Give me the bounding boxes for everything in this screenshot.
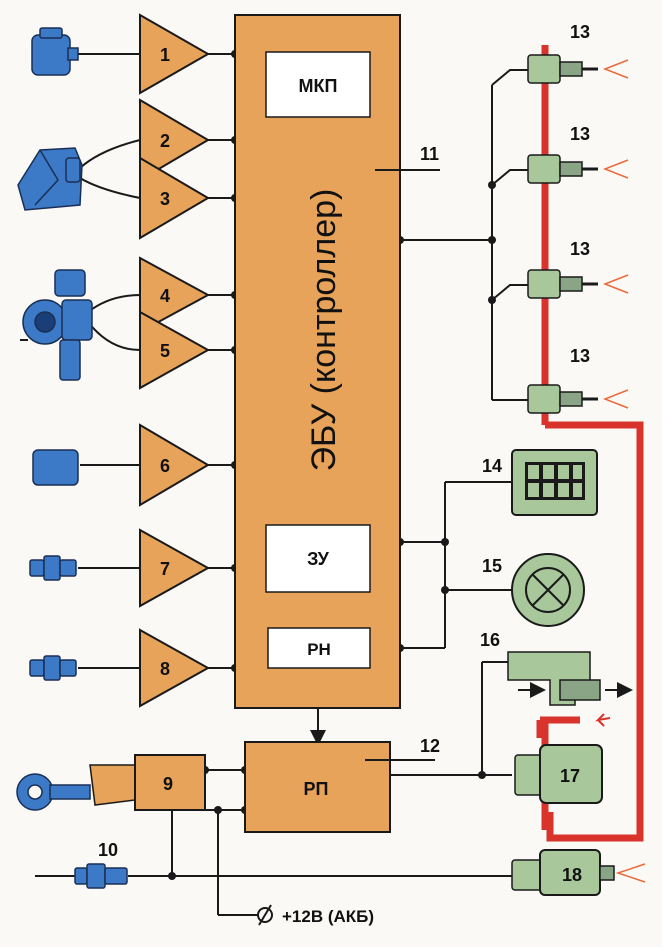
injector-4-label: 13 [570, 346, 590, 366]
idle-valve-label: 16 [480, 630, 500, 650]
sensor-7-icon [29, 555, 77, 581]
amp-5-label: 5 [160, 341, 170, 361]
cold-start-label: 18 [562, 865, 582, 885]
injector-1-label: 13 [570, 22, 590, 42]
power-terminal [257, 904, 273, 926]
fuel-pump-icon [514, 744, 603, 804]
sensor-8-icon [29, 655, 77, 681]
sensor-10-label: 10 [98, 840, 118, 860]
power-label: +12В (АКБ) [282, 907, 374, 926]
callout-12: 12 [420, 736, 440, 756]
amp-7-label: 7 [160, 559, 170, 579]
sensor-4-5-icon [20, 269, 93, 381]
sensor-6-icon [32, 449, 79, 486]
throttle-sensor-icon [17, 147, 83, 211]
relay-label: РП [304, 779, 329, 799]
rn-label: РН [307, 640, 331, 659]
relay-block [244, 741, 391, 833]
amp-8-label: 8 [160, 659, 170, 679]
amp-2-label: 2 [160, 131, 170, 151]
callout-11: 11 [420, 144, 439, 164]
amplifiers [139, 13, 211, 708]
rn-block [267, 627, 371, 669]
ecu-title: ЭБУ (контроллер) [305, 189, 343, 472]
diag-label: 14 [482, 456, 502, 476]
amp-1-label: 1 [160, 45, 170, 65]
injector-3-label: 13 [570, 239, 590, 259]
amp-3-label: 3 [160, 189, 170, 209]
injector-2-label: 13 [570, 124, 590, 144]
fuel-line [536, 45, 644, 842]
sensor-1-icon [31, 27, 79, 76]
diagnostic-connector-icon [511, 449, 598, 516]
zu-block [265, 524, 371, 593]
amp-6-label: 6 [160, 456, 170, 476]
idle-valve-icon [507, 651, 633, 706]
fuel-flow-arrow [595, 713, 611, 727]
ignition-switch [134, 754, 206, 811]
amp-4-label: 4 [160, 286, 170, 306]
ignition-label: 9 [163, 774, 173, 794]
mkp-block [265, 51, 371, 118]
cold-start-injector-icon [511, 849, 646, 896]
sensor-10-icon [74, 863, 128, 889]
fuel-pump-label: 17 [560, 766, 580, 786]
zu-label: ЗУ [307, 549, 330, 569]
lamp-label: 15 [482, 556, 502, 576]
ignition-key-icon [16, 773, 91, 811]
check-lamp-icon [511, 553, 585, 627]
injectors [527, 54, 629, 414]
mkp-label: МКП [299, 76, 338, 96]
